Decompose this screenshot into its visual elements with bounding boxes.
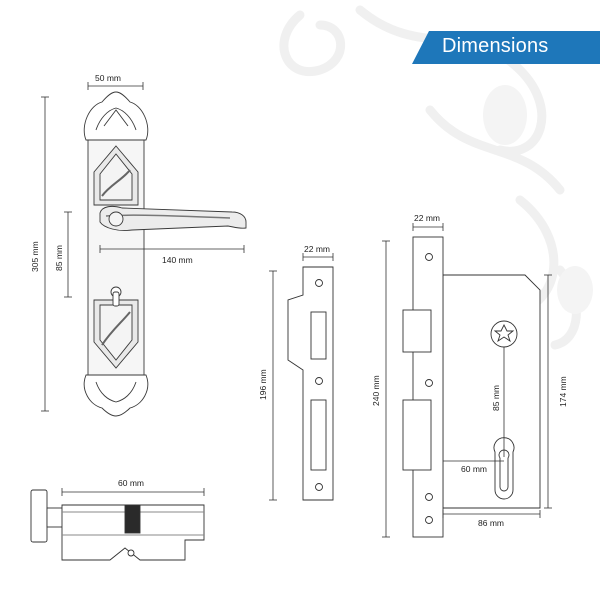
strike-slot-lower	[310, 399, 327, 471]
banner-background	[412, 31, 600, 64]
handle-drawing	[83, 91, 247, 417]
backset-label: 60 mm	[461, 464, 487, 474]
cylinder-cam	[124, 504, 141, 534]
cylinder-drawing	[30, 489, 205, 561]
handle-lever-label: 140 mm	[162, 255, 193, 265]
handle-center-label: 85 mm	[54, 245, 64, 271]
cylinder-knob	[30, 489, 48, 543]
strike-dimension-lines	[269, 253, 334, 501]
handle-width-label: 50 mm	[95, 73, 121, 83]
dead-bolt	[402, 399, 432, 471]
faceplate-width-label: 22 mm	[414, 213, 440, 223]
cylinder-dimension-lines	[61, 488, 205, 496]
watermark-blob	[483, 85, 593, 314]
lock-faceplate	[412, 236, 444, 538]
lock-dimension-lines	[382, 223, 552, 538]
handle-height-label: 305 mm	[30, 241, 40, 272]
cylinder-length-label: 60 mm	[118, 478, 144, 488]
strike-plate-drawing	[287, 266, 334, 501]
strike-width-label: 22 mm	[304, 244, 330, 254]
center-distance-label: 85 mm	[491, 385, 501, 411]
dimensions-banner: Dimensions	[412, 31, 600, 64]
faceplate-height-label: 240 mm	[371, 375, 381, 406]
page-title: Dimensions	[442, 35, 549, 57]
latch-bolt	[402, 309, 432, 353]
handle-top-crest	[83, 91, 149, 141]
strike-slot-upper	[310, 311, 327, 360]
strike-height-label: 196 mm	[258, 369, 268, 400]
case-height-label: 174 mm	[558, 376, 568, 407]
handle-dimension-lines	[41, 82, 245, 412]
handle-bottom-crest	[83, 374, 149, 417]
case-depth-label: 86 mm	[478, 518, 504, 528]
lock-body-drawing	[402, 236, 541, 538]
handle-lever	[99, 205, 247, 231]
